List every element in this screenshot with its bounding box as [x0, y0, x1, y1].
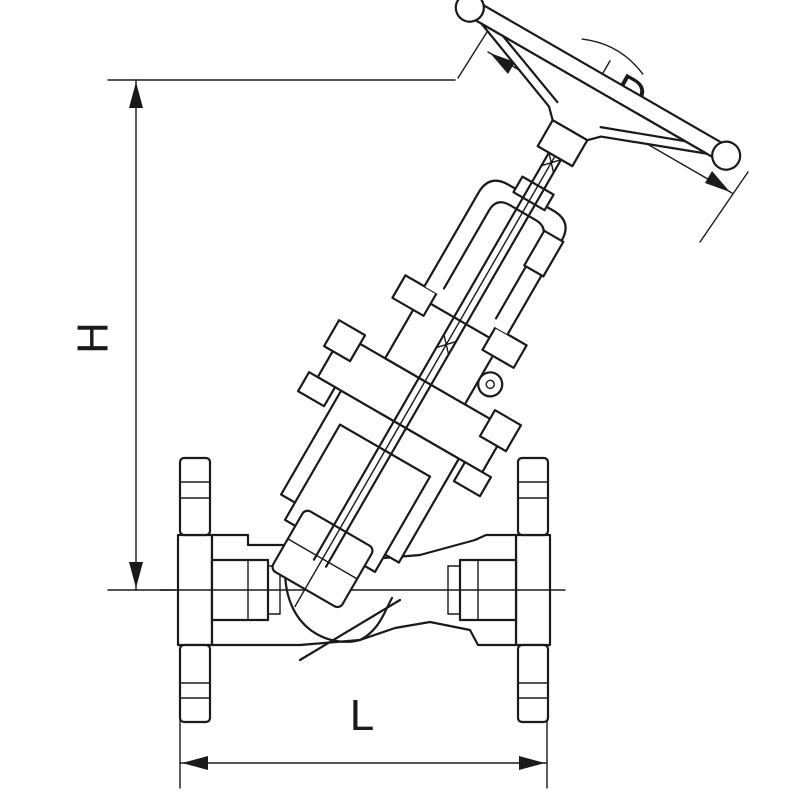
handwheel-spokes — [480, 22, 708, 155]
extension-line-d-left — [457, 23, 493, 79]
extension-line-d-right — [699, 171, 749, 243]
handwheel-rim-left — [454, 0, 485, 23]
arrow-h-bottom — [129, 562, 143, 588]
lock-pin — [477, 371, 504, 398]
left-flange-top-ear — [178, 456, 212, 537]
arrow-h-top — [129, 82, 143, 108]
arrow-d-right — [705, 171, 730, 192]
gland-nut-left — [391, 274, 438, 317]
gland-nut-right — [481, 326, 528, 369]
right-flange-top-ear — [516, 456, 550, 537]
label-l: L — [350, 691, 374, 740]
bonnet-assembly — [271, 0, 742, 609]
arrow-l-right — [519, 756, 545, 770]
handwheel-hub — [536, 119, 589, 168]
label-h: H — [69, 322, 118, 354]
bonnet-bolt-right — [478, 409, 523, 453]
arrow-l-left — [182, 756, 208, 770]
dimension-h: H — [69, 79, 456, 591]
seat-curve — [283, 568, 394, 643]
stem-left-edge — [312, 90, 586, 561]
handwheel-rim-right — [711, 140, 742, 171]
bonnet-bolt-left — [322, 319, 367, 363]
arrow-d-left — [490, 53, 515, 74]
yoke-lug — [523, 229, 565, 278]
stem-right-edge — [324, 97, 598, 568]
handwheel — [454, 0, 742, 171]
dimension-l: L — [179, 691, 548, 789]
